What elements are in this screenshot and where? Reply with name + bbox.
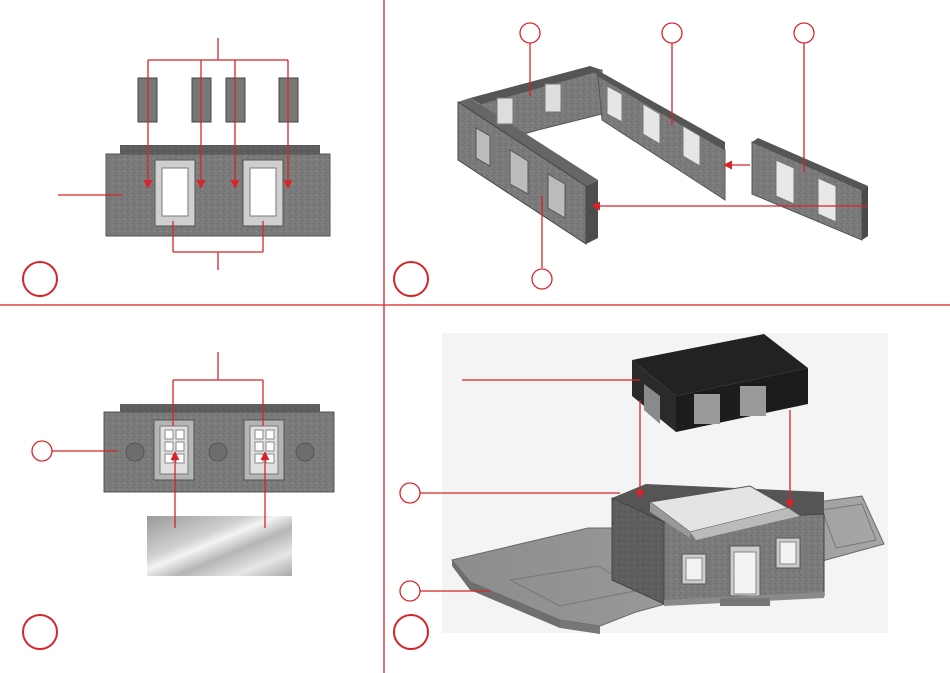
callout-2b xyxy=(662,23,682,43)
callout-3a xyxy=(32,441,52,461)
step-4-callouts xyxy=(400,483,420,601)
callout-2c xyxy=(794,23,814,43)
step-2-panel xyxy=(394,23,868,296)
glazing-sheet xyxy=(147,516,292,576)
callout-2a xyxy=(520,23,540,43)
callout-2d xyxy=(532,269,552,289)
wall-section xyxy=(106,145,330,236)
step-1-badge xyxy=(23,262,57,296)
step-4-badge xyxy=(394,615,428,649)
step-2-badge xyxy=(394,262,428,296)
step-4-panel xyxy=(394,333,888,649)
step-3-badge xyxy=(23,615,57,649)
window-frame-parts xyxy=(138,78,298,122)
callout-4a xyxy=(400,483,420,503)
callout-4b xyxy=(400,581,420,601)
separate-wall-piece xyxy=(752,138,868,240)
step-1-panel xyxy=(23,38,330,296)
wall-rear-view xyxy=(104,404,334,492)
building-body xyxy=(612,484,824,606)
u-wall-assembly xyxy=(458,66,725,244)
step-3-panel xyxy=(23,352,334,649)
